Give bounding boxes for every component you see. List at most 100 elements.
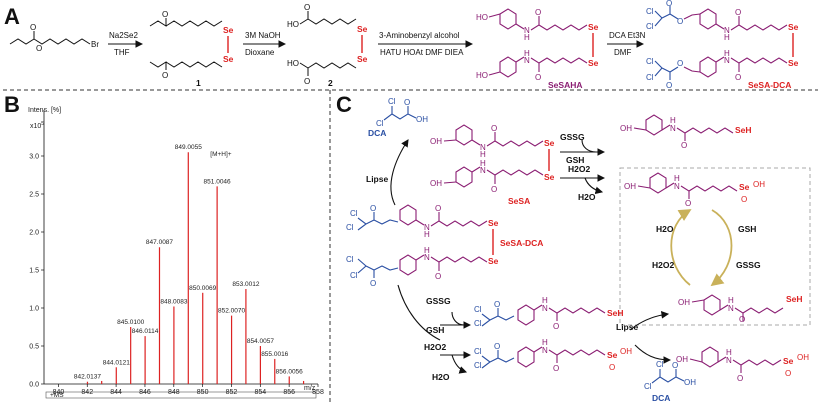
atom-h: H <box>724 49 730 58</box>
atom-o: O <box>404 98 410 107</box>
atom-cl: Cl <box>646 73 654 82</box>
atom-cl: Cl <box>346 223 354 232</box>
x-tick-label: 846 <box>139 389 151 396</box>
y-tick-label: 0.0 <box>29 382 39 389</box>
sesa-dca-top-chain <box>730 16 788 31</box>
peak-label: 851.0046 <box>204 178 231 185</box>
atom-n: N <box>542 304 548 313</box>
dca-top-label: DCA <box>368 128 386 138</box>
cycle-arrow-left <box>670 209 692 286</box>
ion-mode-label: +MS <box>50 392 64 399</box>
atom-ho: HO <box>287 20 299 29</box>
dca-ester-bottom <box>357 258 399 278</box>
cycle-arrow-right <box>710 209 733 287</box>
sesa-top-bonds <box>443 139 481 146</box>
y-axis-label: Intens. [%] <box>28 107 61 114</box>
atom-se: Se <box>357 24 368 34</box>
x-tick-label: 842 <box>81 389 93 396</box>
atom-oh: OH <box>753 180 765 189</box>
atom-h: H <box>524 49 530 58</box>
atom-o: O <box>370 204 376 213</box>
h2o-curve <box>584 177 604 195</box>
box-h2o: H2O <box>656 224 674 234</box>
atom-o: O <box>677 17 683 26</box>
atom-n: N <box>424 253 430 262</box>
atom-oh: OH <box>624 182 636 191</box>
bond <box>533 346 543 353</box>
x-tick-label: 850 <box>197 389 209 396</box>
y-tick-label: 1.5 <box>29 268 39 275</box>
compound2-bottom-chain <box>299 62 357 76</box>
y-tick-label: 2.5 <box>29 192 39 199</box>
atom-se: Se <box>788 22 799 32</box>
bottom-gssg-curve <box>451 311 465 326</box>
sesaha-top-chain <box>530 16 588 31</box>
atom-cl: Cl <box>388 97 396 106</box>
x-axis-label: m/z <box>304 385 316 392</box>
atom-ho: HO <box>287 59 299 68</box>
atom-cl: Cl <box>644 382 652 391</box>
bottom-h2o-curve <box>451 354 468 374</box>
atom-cl: Cl <box>656 360 664 369</box>
chain <box>430 212 488 227</box>
dca-top-bonds <box>654 6 679 27</box>
atom-o: O <box>435 272 441 281</box>
atom-h: H <box>542 338 548 347</box>
atom-n: N <box>480 166 486 175</box>
benzene-ring <box>499 56 517 78</box>
peak-label: 853.0012 <box>232 281 259 288</box>
atom-o: O <box>666 81 672 90</box>
panel-label-b: B <box>4 92 20 117</box>
atom-cl: Cl <box>350 209 358 218</box>
peak-label: 846.0114 <box>132 328 159 335</box>
atom-o: O <box>553 322 559 331</box>
bond <box>533 304 543 311</box>
sesaha-bottom-bonds <box>488 56 525 76</box>
atom-o: O <box>535 73 541 82</box>
x-tick-label: 844 <box>110 389 122 396</box>
atom-o: O <box>491 185 497 194</box>
seh-product-box: OH H N O SeH <box>678 294 803 324</box>
bonds <box>637 182 675 189</box>
atom-n: N <box>524 56 530 65</box>
atom-n: N <box>724 26 730 35</box>
box-h2o2: H2O2 <box>652 260 674 270</box>
sesa-structure: OH N H O OH H N O Se Se SeSA <box>430 124 555 206</box>
lipse-arrow-up <box>629 311 670 331</box>
benzene-ring <box>701 346 719 368</box>
chain <box>430 256 488 271</box>
atom-n: N <box>724 56 730 65</box>
peak-label: 847.0087 <box>146 239 173 246</box>
dca-ester <box>481 350 515 369</box>
sesa-dca-bottom-bonds <box>683 56 725 73</box>
peak-label: 849.0055 <box>175 144 202 151</box>
box-gssg: GSSG <box>736 260 761 270</box>
sesa-dca-structure: Cl Cl O O N H O Cl Cl O O H N O Se Se S <box>646 0 799 90</box>
atom-o: O <box>535 8 541 17</box>
atom-h: H <box>728 296 734 305</box>
atom-h: H <box>424 230 430 239</box>
atom-h: H <box>726 348 732 357</box>
compound-1-number: 1 <box>196 78 201 88</box>
atom-cl: Cl <box>350 271 358 280</box>
x-tick-label: 856 <box>283 389 295 396</box>
panel-label-a: A <box>4 4 20 29</box>
peak-label: 844.0121 <box>103 359 130 366</box>
atom-o: O <box>681 141 687 150</box>
atom-oh: OH <box>620 124 632 133</box>
bond <box>415 254 425 261</box>
y-tick-label: 0.5 <box>29 344 39 351</box>
sesaha-bottom-chain <box>530 57 588 72</box>
sesa-dca-bottom-chain <box>730 57 788 72</box>
bonds <box>691 299 729 311</box>
atom-o: O <box>494 300 500 309</box>
atom-cl: Cl <box>474 319 482 328</box>
seoh-group: Se <box>607 350 618 360</box>
atom-o: O <box>741 195 747 204</box>
atom-oh: OH <box>678 298 690 307</box>
peak-label: 852.0070 <box>218 308 245 315</box>
starting-ester-bonds <box>9 31 91 45</box>
h2o2-top: H2O2 <box>568 164 590 174</box>
atom-ho: HO <box>476 13 488 22</box>
peak-label: 856.0056 <box>276 368 303 375</box>
